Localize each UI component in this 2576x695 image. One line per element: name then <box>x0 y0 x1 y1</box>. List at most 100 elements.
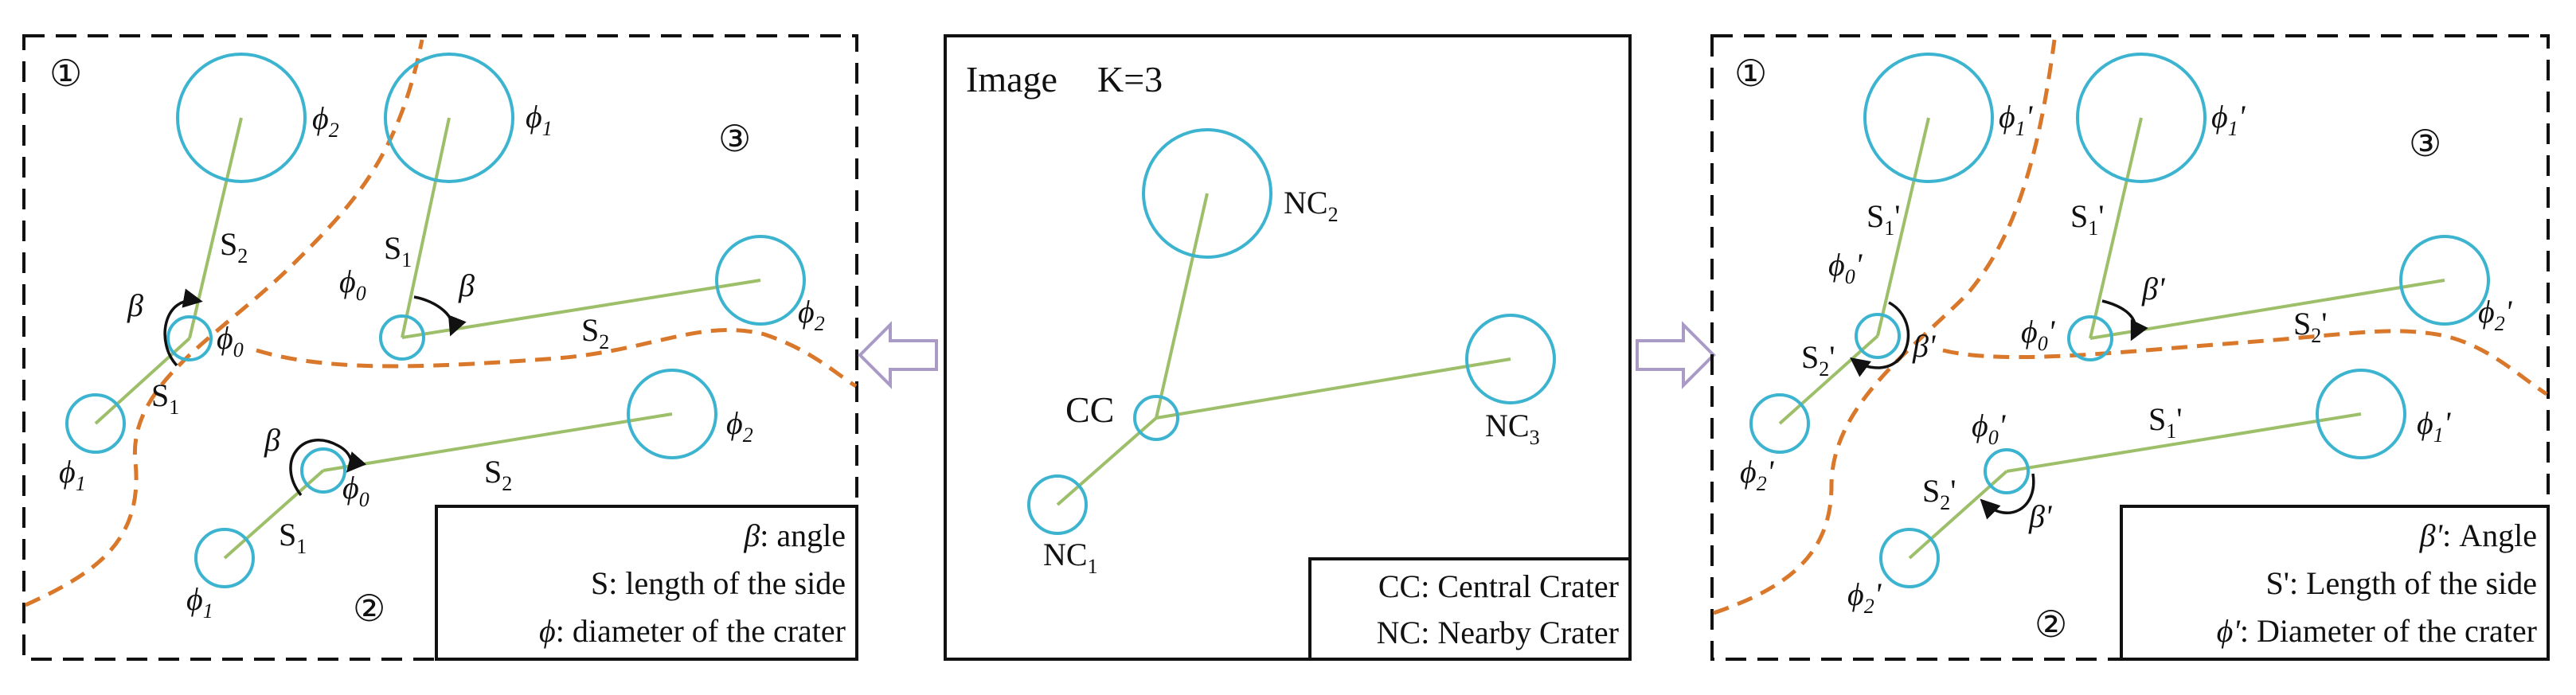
left-arrow <box>858 321 938 389</box>
right-boundary-2 <box>1942 329 2548 396</box>
right-r3-crater-phi0 <box>2067 315 2113 361</box>
right-r1-s2-label: S2' <box>1801 339 1835 381</box>
left-r2-crater-phi0 <box>300 447 346 494</box>
center-nc3-label: NC3 <box>1485 408 1540 449</box>
left-r2-crater-phi1 <box>194 528 255 588</box>
right-r3-crater-phi1 <box>2076 53 2207 183</box>
left-r1-beta-label: β <box>127 287 143 323</box>
center-link-nc1 <box>1056 416 1158 506</box>
right-r3-link-s2 <box>2089 279 2445 340</box>
right-r2-s2-label: S2' <box>1922 473 1956 514</box>
right-boundary-1 <box>1713 39 2057 615</box>
right-r2-phi1-label: ϕ1' <box>2417 405 2452 447</box>
left-r2-angle-arc <box>289 439 367 497</box>
right-arrow <box>1636 321 1716 389</box>
right-r2-crater-phi2 <box>1879 528 1940 588</box>
center-legend-cc: CC: Central Crater <box>1378 568 1619 604</box>
center-panel: Image K=3 NC2 CC NC3 NC1 CC: Central Cra… <box>944 34 1632 661</box>
left-region-3-label: ③ <box>718 119 751 159</box>
right-r1-phi0-label: ϕ0' <box>1828 247 1863 288</box>
right-region-2-label: ② <box>2035 604 2067 645</box>
left-panel-border <box>22 34 858 661</box>
left-r1-angle-arc <box>163 288 203 367</box>
center-cc-label: CC <box>1065 389 1114 430</box>
center-k-label: K=3 <box>1097 59 1163 100</box>
left-r3-phi2-label: ϕ2 <box>798 294 825 335</box>
right-r2-s1-label: S1' <box>2148 401 2182 443</box>
right-r2-phi2-label: ϕ2' <box>1847 576 1882 618</box>
right-r3-phi0-label: ϕ0' <box>2021 314 2056 355</box>
center-nc2-label: NC2 <box>1284 185 1339 226</box>
right-r3-angle-arc <box>2101 299 2148 342</box>
right-r2-beta-label: β' <box>2028 498 2053 534</box>
left-r3-s1-label: S1 <box>384 230 412 271</box>
left-r1-phi1-label: ϕ1 <box>59 454 86 495</box>
left-r3-beta-label: β <box>458 267 475 303</box>
right-legend-diameter: ϕ': Diameter of the crater <box>2217 613 2537 649</box>
left-r2-phi2-label: ϕ2 <box>726 405 753 447</box>
left-r2-phi0-label: ϕ0 <box>342 470 369 511</box>
left-legend-diameter: ϕ: diameter of the crater <box>539 613 846 649</box>
right-r2-crater-phi0 <box>1984 448 2030 494</box>
right-r2-crater-phi1 <box>2316 369 2406 459</box>
left-legend-side: S: length of the side <box>591 565 846 601</box>
right-legend-angle: β': Angle <box>2419 517 2537 553</box>
left-boundary-1 <box>24 39 424 607</box>
right-panel-border <box>1710 34 2550 661</box>
right-r2-phi0-label: ϕ0' <box>1972 408 2007 449</box>
left-r1-crater-phi1 <box>65 393 126 454</box>
left-r3-crater-phi2 <box>715 235 806 326</box>
left-r2-link-s2 <box>322 412 673 472</box>
center-link-nc3 <box>1155 357 1511 420</box>
left-r3-angle-arc <box>413 295 467 337</box>
left-boundary-2 <box>256 328 858 388</box>
right-panel: ① ② ③ ϕ1' S1' ϕ0' β' S2' ϕ2' ϕ1' S1' β' … <box>1710 34 2550 661</box>
right-r2-link-s1 <box>2006 412 2362 473</box>
center-legend-box <box>1308 557 1632 661</box>
left-panel: ① ② ③ ϕ2 S2 β ϕ0 S1 ϕ1 ϕ1 S1 β ϕ0 S2 ϕ2 … <box>22 34 858 661</box>
left-r1-crater-phi0 <box>166 315 213 361</box>
center-title: Image <box>966 59 1057 100</box>
right-r1-phi1-label: ϕ1' <box>1999 99 2034 140</box>
right-legend-box <box>2120 505 2550 661</box>
left-r1-s1-label: S1 <box>151 377 179 419</box>
left-r2-s1-label: S1 <box>279 517 307 558</box>
center-panel-border <box>944 34 1632 661</box>
center-link-nc2 <box>1155 193 1209 419</box>
right-r1-angle-arc <box>1850 301 1910 377</box>
left-r3-crater-phi1 <box>384 53 514 183</box>
right-region-1-label: ① <box>1734 53 1767 94</box>
left-region-2-label: ② <box>353 588 385 629</box>
left-legend-angle: β: angle <box>743 517 846 553</box>
right-r1-crater-phi1 <box>1863 53 1994 183</box>
right-r3-beta-label: β' <box>2141 271 2166 307</box>
right-r3-crater-phi2 <box>2399 235 2490 326</box>
center-legend-nc: NC: Nearby Crater <box>1377 615 1619 650</box>
left-r1-phi2-label: ϕ2 <box>312 100 339 142</box>
center-crater-nc1 <box>1027 474 1088 535</box>
left-r2-link-s1 <box>223 469 325 560</box>
right-r1-link-s1 <box>1876 117 1930 337</box>
left-r3-crater-phi0 <box>379 314 425 361</box>
left-r2-s2-label: S2 <box>484 454 512 495</box>
left-r2-beta-label: β <box>264 422 280 458</box>
right-r1-s1-label: S1' <box>1867 198 1900 240</box>
left-r1-phi0-label: ϕ0 <box>217 320 244 361</box>
left-r2-phi1-label: ϕ1 <box>186 581 213 623</box>
left-r1-crater-phi2 <box>176 53 307 183</box>
center-crater-nc3 <box>1465 314 1556 404</box>
right-legend-side: S': Length of the side <box>2266 565 2538 601</box>
left-r2-crater-phi2 <box>627 369 717 459</box>
right-region-3-label: ③ <box>2409 123 2441 164</box>
left-r3-phi0-label: ϕ0 <box>339 264 366 305</box>
center-nc1-label: NC1 <box>1043 537 1098 578</box>
right-r3-s1-label: S1' <box>2070 198 2104 240</box>
left-r3-phi1-label: ϕ1 <box>526 99 553 140</box>
right-r3-s2-label: S2' <box>2293 306 2327 347</box>
right-r1-beta-label: β' <box>1912 328 1937 364</box>
right-r2-angle-arc <box>1980 473 2035 520</box>
left-r3-s2-label: S2 <box>581 312 609 353</box>
center-crater-nc2 <box>1142 128 1272 259</box>
center-crater-cc <box>1133 395 1179 441</box>
